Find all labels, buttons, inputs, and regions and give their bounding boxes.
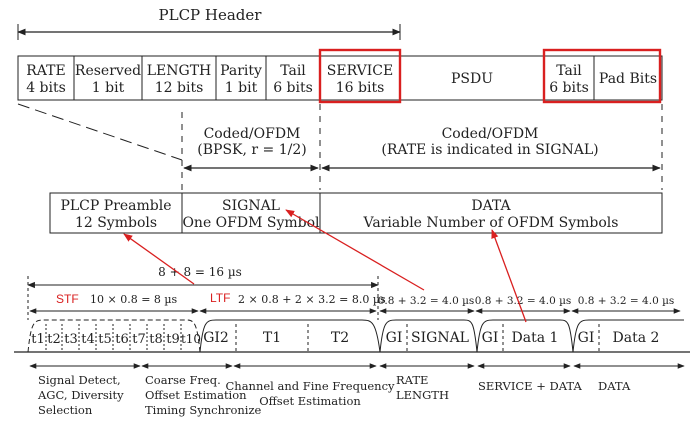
function-channel-line2: Offset Estimation bbox=[259, 394, 361, 408]
short-symbol-label: t8 bbox=[149, 332, 163, 347]
ltf-envelope bbox=[199, 319, 381, 353]
frame-fields-row: RATE 4 bits Reserved 1 bit LENGTH 12 bit… bbox=[17, 48, 663, 104]
short-symbol-label: t3 bbox=[64, 332, 78, 347]
stf-duration-label: 10 × 0.8 = 8 µs bbox=[90, 293, 178, 306]
ppdu-segments-row: PLCP Preamble 12 Symbols SIGNAL One OFDM… bbox=[49, 192, 663, 234]
gi2-label: GI2 bbox=[203, 330, 229, 346]
mapping-dashed-line bbox=[17, 103, 183, 161]
field-rate-size: 4 bits bbox=[26, 80, 66, 96]
data1-envelope bbox=[476, 319, 574, 353]
data2-duration-label: 0.8 + 3.2 = 4.0 µs bbox=[578, 295, 675, 307]
function-coarse-freq-line1: Coarse Freq. bbox=[145, 373, 221, 387]
red-arrow-data bbox=[491, 229, 527, 323]
short-symbol-label: t5 bbox=[98, 332, 112, 347]
field-reserved-name: Reserved bbox=[75, 63, 141, 79]
short-symbol-dividers bbox=[45, 324, 182, 352]
field-tail2-size: 6 bits bbox=[549, 80, 589, 96]
data2-gi-label: GI bbox=[578, 330, 595, 346]
signal-gi-label: GI bbox=[386, 330, 403, 346]
data2-envelope bbox=[572, 319, 684, 353]
data-segment-label: DATA bbox=[471, 198, 511, 214]
ltf-tag: LTF bbox=[210, 291, 230, 305]
data-coding-line2: (RATE is indicated in SIGNAL) bbox=[381, 142, 598, 158]
data-segment-symbols: Variable Number of OFDM Symbols bbox=[363, 215, 619, 231]
short-symbol-labels: t1 t2 t3 t4 t5 t6 t7 t8 t9 t10 bbox=[31, 332, 201, 347]
t2-label: T2 bbox=[331, 330, 349, 346]
field-rate-name: RATE bbox=[26, 63, 65, 79]
plcp-header-title: PLCP Header bbox=[159, 6, 263, 24]
data2-symbol-label: Data 2 bbox=[613, 330, 660, 346]
function-coarse-freq-line3: Timing Synchronize bbox=[145, 403, 262, 417]
red-arrow-signal bbox=[285, 209, 425, 291]
data-coding-line1: Coded/OFDM bbox=[442, 126, 539, 142]
preamble-label: PLCP Preamble bbox=[60, 198, 171, 214]
signal-coding-line1: Coded/OFDM bbox=[204, 126, 301, 142]
short-symbol-label: t10 bbox=[181, 332, 201, 346]
field-length-name: LENGTH bbox=[147, 63, 212, 79]
signal-segment-symbols: One OFDM Symbol bbox=[182, 215, 320, 231]
field-parity-size: 1 bit bbox=[225, 80, 258, 96]
function-service-data: SERVICE + DATA bbox=[478, 379, 582, 393]
stf-tag: STF bbox=[56, 292, 79, 306]
signal-coding-line2: (BPSK, r = 1/2) bbox=[197, 142, 306, 158]
short-symbol-label: t2 bbox=[47, 332, 61, 347]
field-tail2-name: Tail bbox=[556, 63, 582, 79]
function-signal-detect-line2: AGC, Diversity bbox=[37, 388, 124, 402]
field-service-size: 16 bits bbox=[336, 80, 385, 96]
short-symbol-label: t4 bbox=[81, 332, 95, 347]
function-rate-line2: LENGTH bbox=[396, 388, 449, 402]
signal-symbol-label: SIGNAL bbox=[411, 330, 469, 346]
frame-outline bbox=[17, 55, 663, 101]
service-highlight-box bbox=[318, 48, 402, 104]
field-reserved-size: 1 bit bbox=[92, 80, 125, 96]
short-symbol-label: t6 bbox=[115, 332, 129, 347]
field-length-size: 12 bits bbox=[155, 80, 204, 96]
function-rate-line1: RATE bbox=[396, 373, 428, 387]
function-signal-detect-line3: Selection bbox=[38, 403, 93, 417]
field-parity-name: Parity bbox=[220, 63, 262, 79]
tail-pad-highlight-box bbox=[542, 48, 662, 104]
field-pad-bits-name: Pad Bits bbox=[599, 71, 657, 87]
short-symbol-label: t1 bbox=[31, 332, 45, 347]
stf-envelope bbox=[27, 319, 201, 353]
signal-segment-label: SIGNAL bbox=[222, 198, 280, 214]
short-symbol-label: t9 bbox=[166, 332, 180, 347]
data1-gi-label: GI bbox=[482, 330, 499, 346]
signal-envelope bbox=[379, 319, 478, 353]
preamble-duration-label: 8 + 8 = 16 µs bbox=[158, 265, 242, 279]
data1-duration-label: 0.8 + 3.2 = 4.0 µs bbox=[475, 295, 572, 307]
field-tail-size: 6 bits bbox=[273, 80, 313, 96]
function-data: DATA bbox=[598, 379, 631, 393]
signal-duration-label: 0.8 + 3.2 = 4.0 µs bbox=[378, 295, 475, 307]
segments-outline bbox=[49, 192, 663, 234]
field-service-name: SERVICE bbox=[327, 63, 393, 79]
data1-symbol-label: Data 1 bbox=[512, 330, 559, 346]
short-symbol-label: t7 bbox=[132, 332, 146, 347]
field-tail-name: Tail bbox=[280, 63, 306, 79]
field-psdu-name: PSDU bbox=[451, 71, 493, 87]
red-arrow-preamble bbox=[123, 233, 195, 285]
ltf-duration-label: 2 × 0.8 + 2 × 3.2 = 8.0 µs bbox=[238, 293, 386, 306]
t1-label: T1 bbox=[263, 330, 281, 346]
function-channel-line1: Channel and Fine Frequency bbox=[225, 379, 395, 393]
function-signal-detect-line1: Signal Detect, bbox=[38, 373, 121, 387]
preamble-symbols: 12 Symbols bbox=[75, 215, 157, 231]
function-coarse-freq-line2: Offset Estimation bbox=[145, 388, 247, 402]
